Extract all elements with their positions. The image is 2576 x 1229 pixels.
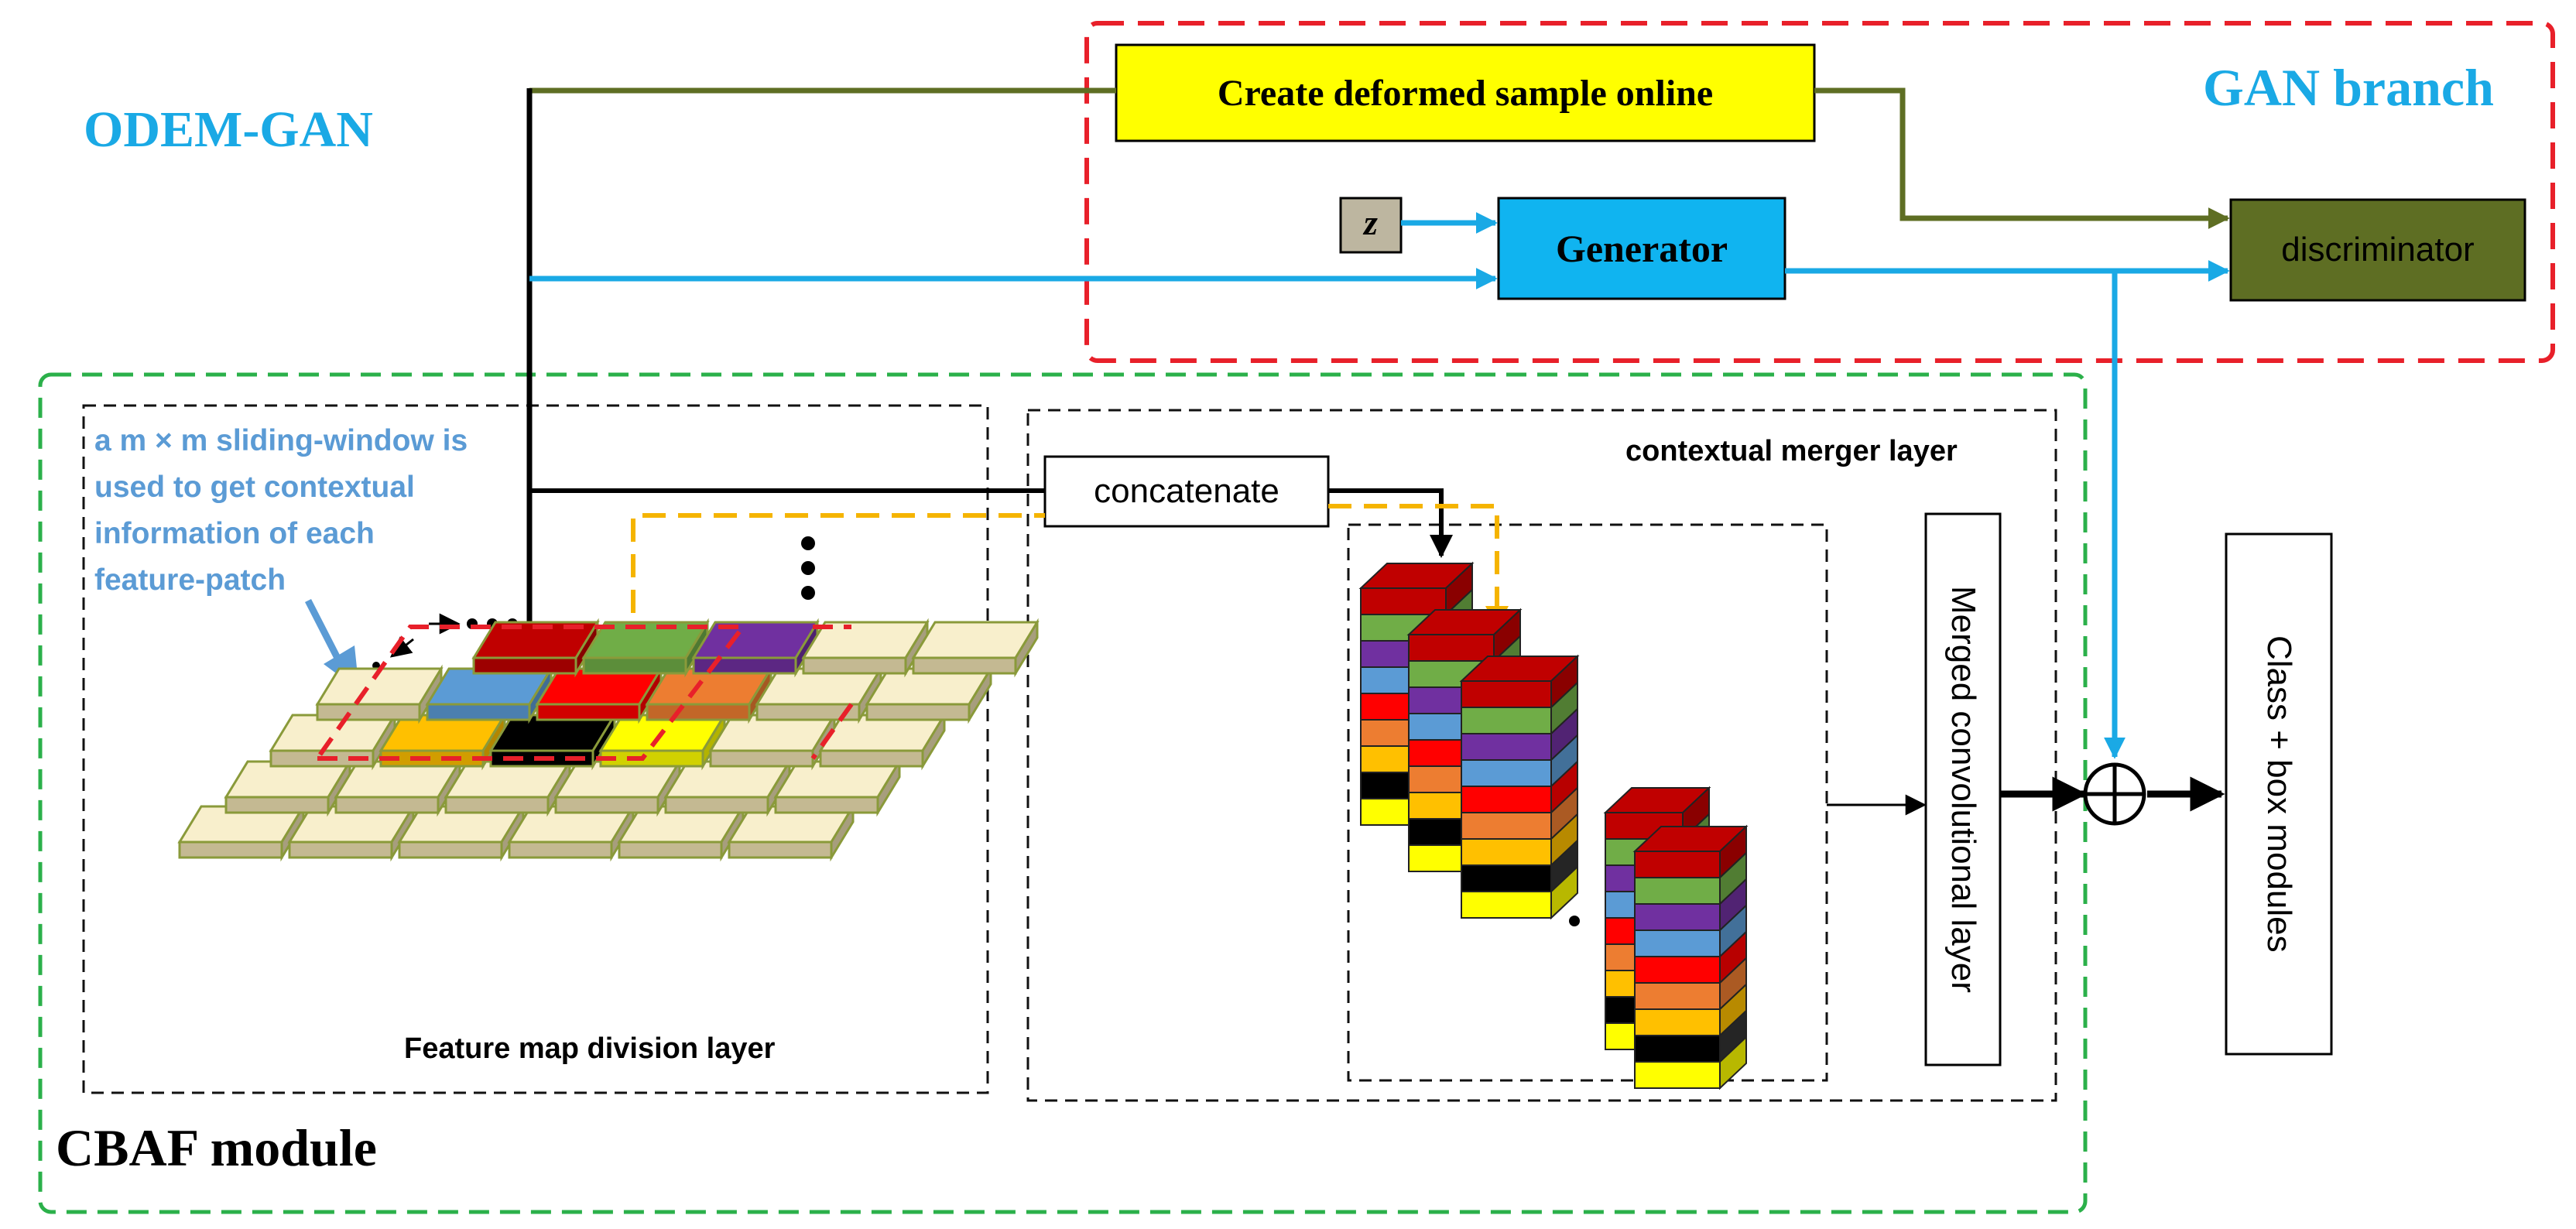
feature-patch (691, 618, 820, 678)
feature-patch (581, 618, 710, 678)
feature-map-division-box (82, 404, 989, 1094)
stack-layer (1461, 759, 1552, 787)
feature-patch (315, 664, 444, 724)
sliding-window-note-line-3: information of each (94, 517, 375, 550)
feature-stack (1459, 654, 1580, 920)
stack-layer (1634, 1008, 1721, 1036)
vertical-ellipsis-icon (801, 536, 815, 600)
contextual-merger-label: contextual merger layer (1625, 435, 1958, 467)
circled-plus-icon (2083, 762, 2146, 826)
create-sample-box (1115, 43, 1816, 142)
orange-dashed-route (631, 513, 1045, 649)
sliding-window-outline-outer (810, 625, 854, 760)
stack-layer (1634, 929, 1721, 957)
contextual-merger-box (1026, 409, 2057, 1102)
gan-branch-label: GAN branch (2203, 58, 2494, 117)
feature-patch (553, 757, 682, 817)
feature-patch (535, 664, 663, 724)
cbaf-module-label: CBAF module (56, 1118, 377, 1177)
generator-box (1497, 197, 1786, 300)
feature-patch (663, 757, 792, 817)
concatenate-label: concatenate (1094, 472, 1279, 510)
feature-patch (287, 802, 416, 862)
sliding-window-note-line-1: a m × m sliding-window is (94, 424, 468, 457)
discriminator-label: discriminator (2281, 231, 2475, 269)
feature-patch (818, 710, 947, 771)
stack-layer (1634, 1061, 1721, 1089)
stack-container-box (1347, 523, 1828, 1082)
sliding-window-note-line-2: used to get contextual (94, 471, 415, 504)
feature-map-grid (177, 618, 1040, 862)
stack-layer (1461, 786, 1552, 813)
feature-patch (727, 802, 855, 862)
stack-layer (1634, 982, 1721, 1010)
stack-layer (1360, 587, 1447, 615)
class-box-modules-box (2225, 532, 2333, 1056)
feature-patch (708, 710, 837, 771)
stack-layer (1461, 707, 1552, 734)
feature-stacks (1358, 561, 1749, 1090)
black-concat-to-stacks (1328, 488, 1453, 558)
diagram-title: ODEM-GAN (84, 101, 373, 158)
feature-patch (598, 710, 727, 771)
create-sample-label: Create deformed sample online (1217, 72, 1714, 114)
feature-patch (177, 802, 306, 862)
feature-patch (645, 664, 773, 724)
feature-patch (507, 802, 635, 862)
stack-layer (1461, 680, 1552, 708)
feature-patch (773, 757, 902, 817)
stack-layer (1634, 851, 1721, 878)
orange-dashed-to-stacks (1328, 504, 1509, 629)
generator-label: Generator (1555, 227, 1728, 270)
sliding-window-outline (313, 625, 748, 761)
feature-patch (334, 757, 462, 817)
sliding-window-note-line-4: feature-patch (94, 563, 286, 597)
feature-patch (801, 618, 930, 678)
class-box-label: Class + box modules (2260, 635, 2298, 953)
feature-patch (444, 757, 572, 817)
feature-patch (425, 664, 553, 724)
z-input-box (1339, 197, 1403, 254)
feature-patch (471, 618, 600, 678)
feature-patch (865, 664, 993, 724)
feature-patch (911, 618, 1040, 678)
merged-conv-label: Merged convolutional layer (1944, 586, 1982, 993)
stack-layer (1634, 903, 1721, 931)
stack-layer (1461, 838, 1552, 866)
discriminator-box (2229, 198, 2526, 302)
stack-layer (1461, 891, 1552, 919)
stack-layer (1461, 812, 1552, 840)
z-label: z (1364, 202, 1378, 242)
merged-conv-box (1924, 512, 2002, 1066)
stack-layer (1408, 634, 1495, 662)
stack-layer (1634, 877, 1721, 905)
feature-map-division-label: Feature map division layer (404, 1032, 776, 1065)
stack-layer (1634, 956, 1721, 984)
feature-patch (397, 802, 526, 862)
feature-patch (755, 664, 883, 724)
feature-patch (224, 757, 352, 817)
olive-to-discriminator (1814, 87, 2230, 229)
feature-patch (617, 802, 745, 862)
feature-stack (1632, 824, 1749, 1090)
stack-layer (1634, 1035, 1721, 1063)
gan-branch-border (1084, 21, 2555, 363)
stack-layer (1461, 733, 1552, 761)
stack-layer (1461, 864, 1552, 892)
